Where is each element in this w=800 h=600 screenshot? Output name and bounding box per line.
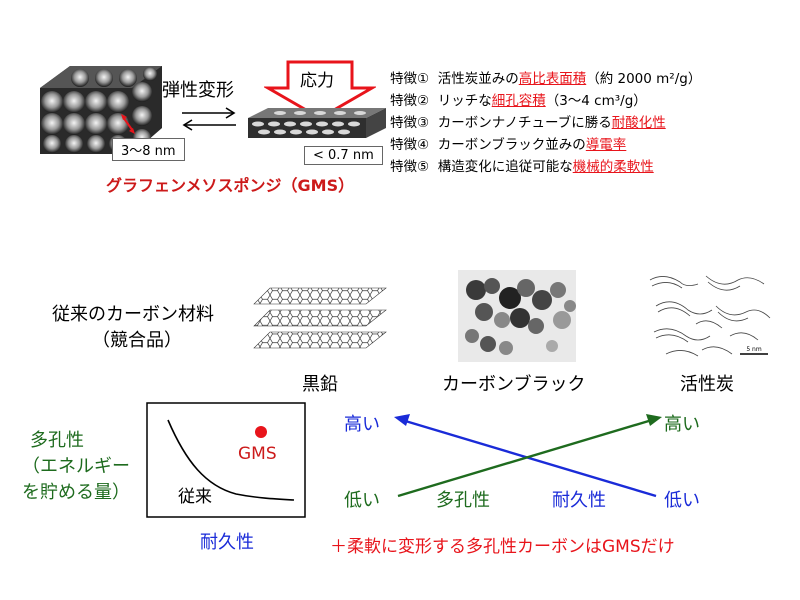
durability-high-label: 高い — [344, 414, 380, 435]
tradeoff-graph — [146, 402, 306, 518]
conventional-materials-title: 従来のカーボン材料 — [52, 304, 214, 325]
feature-item: 特徴④ カーボンブラック並みの導電率 — [390, 137, 627, 153]
porosity-axis-label-2: （エネルギー — [22, 456, 130, 477]
compressed-sponge-illustration — [248, 108, 386, 138]
conventional-materials-subtitle: （競合品） — [92, 330, 182, 351]
stress-label: 応力 — [300, 71, 334, 91]
graphite-illustration — [253, 287, 387, 349]
feature-item: 特徴⑤ 構造変化に追従可能な機械的柔軟性 — [390, 159, 654, 175]
conventional-curve-label: 従来 — [178, 487, 212, 507]
durability-axis-label: 耐久性 — [200, 532, 254, 553]
stress-arrow — [264, 60, 376, 120]
feature-item: 特徴③ カーボンナノチューブに勝る耐酸化性 — [390, 115, 666, 131]
pore-size-label: 3～8 nm — [112, 138, 185, 161]
porosity-axis-label-1: 多孔性 — [30, 430, 84, 451]
feature-item: 特徴② リッチな細孔容積（3～4 cm³/g） — [390, 93, 647, 109]
gms-point — [255, 426, 267, 438]
graphite-label: 黒鉛 — [302, 374, 338, 395]
porosity-high-label: 高い — [664, 414, 700, 435]
crossing-arrows — [394, 414, 662, 498]
porosity-arrow-label: 多孔性 — [436, 490, 490, 511]
feature-list: 特徴① 活性炭並みの高比表面積（約 2000 m²/g） 特徴② リッチな細孔容… — [390, 68, 701, 178]
carbon-black-label: カーボンブラック — [442, 374, 586, 395]
activated-carbon-image: 5 nm — [646, 266, 774, 364]
elastic-deformation-label: 弾性変形 — [162, 80, 234, 101]
scale-bar-label: 5 nm — [746, 346, 762, 353]
durability-low-label: 低い — [664, 490, 700, 511]
activated-carbon-label: 活性炭 — [680, 374, 734, 395]
thickness-label: < 0.7 nm — [304, 146, 383, 165]
durability-arrow-label: 耐久性 — [552, 490, 606, 511]
gms-name: グラフェンメソスポンジ（GMS） — [106, 176, 355, 195]
porosity-low-label: 低い — [344, 490, 380, 511]
conclusion-text: ＋柔軟に変形する多孔性カーボンはGMSだけ — [330, 537, 675, 557]
porosity-axis-label-3: を貯める量） — [22, 482, 130, 503]
conventional-curve — [167, 419, 295, 501]
gms-point-label: GMS — [238, 444, 277, 464]
feature-item: 特徴① 活性炭並みの高比表面積（約 2000 m²/g） — [390, 71, 702, 87]
reversible-arrows — [182, 107, 236, 131]
carbon-black-image — [458, 270, 576, 362]
